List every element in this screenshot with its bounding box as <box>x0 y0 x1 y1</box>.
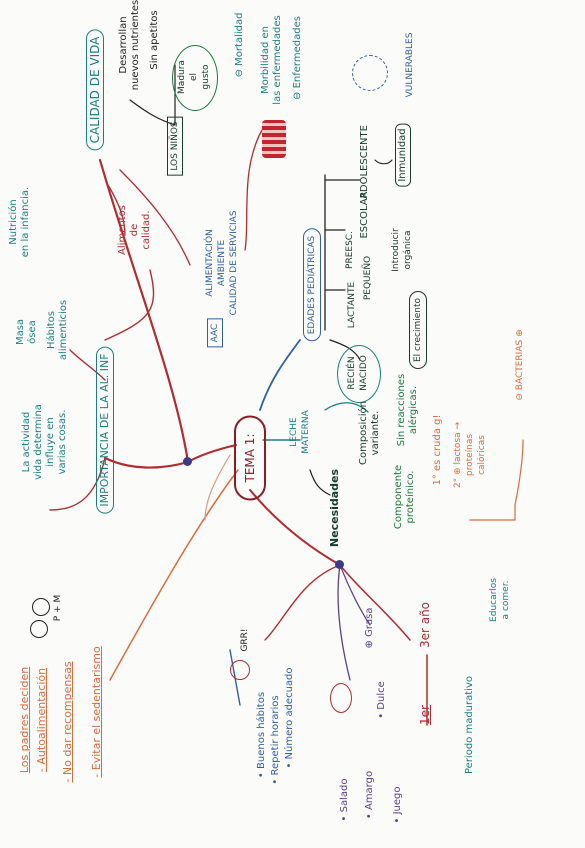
edge-bacteria <box>514 439 524 506</box>
risk-mortality: ⊖ Mortalidad <box>234 12 245 78</box>
edge-quality-aac <box>119 169 191 266</box>
edge-hub-quality <box>98 158 190 464</box>
edge-importance-nutrition <box>104 269 155 341</box>
mouth-icon <box>330 683 352 713</box>
parents-title: Los padres deciden <box>18 666 31 774</box>
quality-taste: Madura el gusto <box>177 60 211 94</box>
age-preesc: PREESC. <box>345 231 355 269</box>
age-newborn: RECIÉN NACIDO <box>347 355 369 391</box>
risk-marker-icon <box>262 120 286 158</box>
edge-milk-composition <box>324 402 369 413</box>
quality-no-appetite: Sin apetitos <box>149 10 160 70</box>
quality-nutrients: Desarrollan nuevos nutrientes <box>118 0 141 91</box>
edge-center-salmon <box>204 454 231 521</box>
milk-label: LECHE MATERNA <box>289 410 311 454</box>
edge-quality-children <box>129 99 176 126</box>
year-third: 3er año <box>418 601 432 649</box>
importance-title: IMPORTANCIA DE LA AL. INF <box>96 346 114 514</box>
milk-no-allergy: Sin reacciones alérgicas. <box>396 373 419 447</box>
taste-amargo: • Amargo <box>364 770 375 820</box>
ages-growth: El crecimiento <box>409 290 427 370</box>
vulnerable-label: VULNERABLES <box>405 32 415 98</box>
hub-dot-left <box>183 457 192 466</box>
habits-grr: GRR! <box>240 628 250 652</box>
year-first: 1er <box>418 705 432 725</box>
years-period: Periodo madurativo <box>464 675 475 775</box>
importance-nutrition: Nutrición en la infancia. <box>8 186 31 258</box>
age-lactante: LACTANTE <box>347 281 357 329</box>
edge-importance-item1 <box>49 457 106 511</box>
edge-hub-importance <box>103 456 190 469</box>
years-educate: Educarlos a comer. <box>489 578 511 622</box>
milk-composition: Composición variante. <box>358 400 381 466</box>
milk-protein: Componente proteínico. <box>393 464 416 530</box>
habits-repeat: • Repetir horarios <box>270 695 281 785</box>
importance-activity: La actividad vida determina influye en v… <box>21 404 68 480</box>
age-adolescente: ADOLESCENTE <box>359 125 370 199</box>
aac-description: ALIMENTACIÓN AMBIENTE CALIDAD DE SERVICI… <box>205 210 239 316</box>
edge-milk-needs <box>309 469 331 496</box>
habits-amount: • Número adecuado <box>284 667 295 769</box>
edge-center-parents <box>109 469 239 681</box>
ages-title: EDADES PEDIÁTRICAS <box>303 228 321 342</box>
baby-face-icon <box>230 660 250 680</box>
taste-juego: • Juego <box>392 786 403 824</box>
milk-first: 1° es cruda g! <box>432 414 443 486</box>
edge-hub2-tastes <box>337 564 351 681</box>
importance-bone-mass: Masa ósea <box>15 318 38 346</box>
edge-importance-habits <box>69 349 106 381</box>
edge-quality-food <box>107 184 126 236</box>
age-pequeno: PEQUEÑO <box>363 255 373 301</box>
children-label: LOS NIÑOS <box>167 116 183 176</box>
taste-dulce: • Dulce <box>376 681 387 719</box>
taste-grasa: ⊕ Grasa <box>364 607 375 649</box>
newborn-circle <box>337 345 381 403</box>
parents-avoid-sedentary: - Evitar el sedentarismo <box>90 646 103 778</box>
taste-salado: • Salado <box>339 778 350 822</box>
parent-face-icon-1 <box>30 620 48 638</box>
quality-food: Alimentos de calidad. <box>117 205 152 255</box>
importance-habits: Hábitos alimenticios <box>46 299 69 361</box>
aac-label: AAC <box>207 318 223 348</box>
edge-center-hub2 <box>249 489 341 566</box>
edge-hub2-grasa <box>339 564 371 626</box>
quality-title: CALIDAD DE VIDA <box>86 29 104 151</box>
milk-second: 2° ⊕ lactosa → proteínas calóricas <box>453 421 487 489</box>
risk-morbidity: Morbilidad en las enfermedades <box>260 15 283 105</box>
parents-pm: P + M <box>53 594 63 622</box>
parent-face-icon-2 <box>32 598 50 616</box>
milk-bacteria: ⊖ BACTERIAS ⊕ <box>515 329 525 401</box>
taste-circle <box>172 45 218 111</box>
parents-no-rewards: - No dar recompensas <box>61 661 74 783</box>
edge-center-hub <box>187 444 237 463</box>
edge-center-ages <box>259 339 301 411</box>
hub-dot-bottom <box>335 560 344 569</box>
ages-introduce: Introducir orgánica <box>391 228 413 272</box>
edge-aac-risks <box>244 129 263 251</box>
parents-self-feeding: - Autoalimentación <box>35 667 48 773</box>
edge-immunity <box>374 159 393 165</box>
edge-hub2-habits <box>264 564 341 641</box>
central-topic: TEMA 1: <box>234 415 266 501</box>
milk-needs: Necesidades <box>328 468 341 548</box>
habits-good: • Buenos hábitos <box>256 691 267 779</box>
immunity-label: Inmunidad <box>395 123 411 187</box>
virus-icon <box>352 55 388 91</box>
risk-diseases: ⊖ Enfermedades <box>292 16 303 100</box>
edge-hub2-years <box>339 564 411 641</box>
